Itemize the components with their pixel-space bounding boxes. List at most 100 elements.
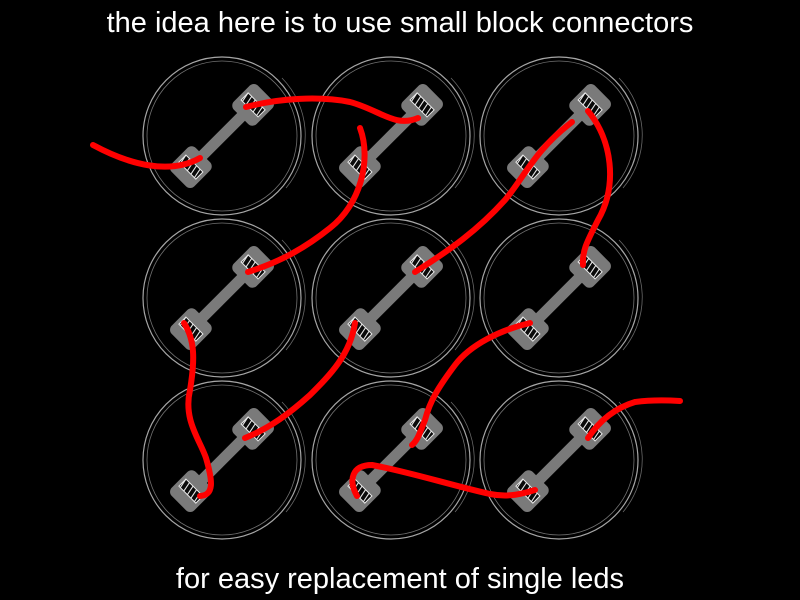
red-wire-6 (181, 320, 214, 499)
terminal-thread (355, 161, 363, 171)
red-wire-7 (242, 320, 358, 441)
red-wire-4 (412, 119, 575, 275)
terminal-thread (190, 489, 198, 499)
connector-pair (170, 244, 277, 350)
red-wire-1 (90, 142, 203, 170)
led-outline-inner (483, 60, 635, 212)
terminal-thread (530, 330, 538, 341)
terminal-thread (249, 423, 256, 433)
terminal-thread (414, 258, 422, 268)
terminal-thread (520, 482, 527, 492)
terminal-thread (593, 268, 600, 278)
led-1 (142, 56, 306, 216)
led-outline-outer (311, 380, 471, 540)
block-connector-2[interactable] (567, 82, 614, 129)
connector-pair (507, 246, 611, 350)
terminal-thread (425, 430, 432, 440)
terminal-thread (414, 420, 422, 430)
terminal-thread (586, 99, 593, 109)
connector-pair (170, 84, 274, 188)
led-outline-arc (618, 401, 643, 513)
red-wire-3 (245, 125, 368, 275)
terminal-thread (530, 168, 538, 179)
led-outline-outer (479, 380, 639, 540)
caption-bottom: for easy replacement of single leds (175, 563, 625, 595)
led-outline-outer (142, 56, 302, 216)
led-outline-outer (311, 56, 471, 216)
connector-pair (337, 82, 446, 191)
red-wire-8 (409, 320, 533, 448)
connector-pair (168, 408, 274, 515)
connector-pair (339, 408, 443, 512)
led-outline-outer (142, 380, 302, 540)
block-connector-2[interactable] (230, 244, 277, 291)
terminal-outline (409, 92, 435, 118)
led-outline-outer (479, 218, 639, 378)
terminal-thread (586, 423, 593, 433)
terminal-thread (418, 99, 425, 109)
terminal-thread (190, 165, 198, 175)
block-connector-2[interactable] (399, 82, 446, 129)
terminal-thread (245, 96, 253, 106)
led-outline-outer (311, 218, 471, 378)
led-4 (142, 218, 306, 378)
terminal-thread (352, 158, 359, 168)
led-outline-arc (450, 401, 475, 513)
terminal-thread (193, 168, 201, 179)
terminal-thread (421, 103, 429, 113)
led-5 (311, 218, 475, 378)
terminal-thread (256, 106, 263, 116)
led-8 (311, 380, 475, 540)
led-outline-inner (315, 222, 467, 374)
terminal-thread (186, 485, 194, 495)
red-wire-5 (579, 108, 614, 268)
terminal-outline (240, 416, 266, 442)
led-9 (479, 380, 643, 540)
led-2 (311, 56, 475, 216)
terminal-thread (362, 492, 370, 503)
led-outline-arc (618, 239, 643, 351)
terminal-thread (527, 327, 535, 337)
red-wire-2 (243, 95, 421, 124)
terminal-outline (347, 316, 373, 342)
red-wire-10 (585, 397, 683, 441)
led-7 (142, 380, 306, 540)
block-connector-1[interactable] (337, 144, 384, 191)
terminal-thread (593, 106, 600, 116)
red-wire-9 (349, 462, 538, 499)
terminal-thread (520, 158, 527, 168)
led-outline-inner (483, 222, 635, 374)
led-3 (479, 56, 643, 216)
terminal-thread (355, 323, 363, 333)
terminal-outline (178, 478, 204, 504)
terminal-thread (425, 268, 432, 278)
terminal-outline (577, 416, 603, 442)
led-outline-arc (281, 77, 306, 189)
terminal-thread (582, 96, 590, 106)
terminal-thread (183, 482, 190, 492)
terminal-thread (527, 165, 535, 175)
led-outline-outer (479, 56, 639, 216)
terminal-thread (421, 427, 429, 437)
caption-top: the idea here is to use small block conn… (106, 7, 694, 39)
terminal-thread (362, 330, 370, 341)
led-outline-arc (450, 77, 475, 189)
led-outline-inner (146, 384, 298, 536)
led-outline-arc (450, 239, 475, 351)
terminal-thread (582, 420, 590, 430)
terminal-thread (359, 489, 367, 499)
led-outline-outer (142, 218, 302, 378)
block-connector-1[interactable] (168, 468, 215, 515)
led-outline-inner (315, 60, 467, 212)
terminal-thread (245, 258, 253, 268)
led-6 (479, 218, 643, 378)
terminal-thread (245, 420, 253, 430)
terminal-thread (586, 261, 593, 271)
led-outline-inner (146, 60, 298, 212)
terminal-thread (589, 265, 597, 275)
led-outline-arc (618, 77, 643, 189)
led-outline-inner (146, 222, 298, 374)
wire-layer (90, 95, 683, 499)
terminal-thread (593, 430, 600, 440)
